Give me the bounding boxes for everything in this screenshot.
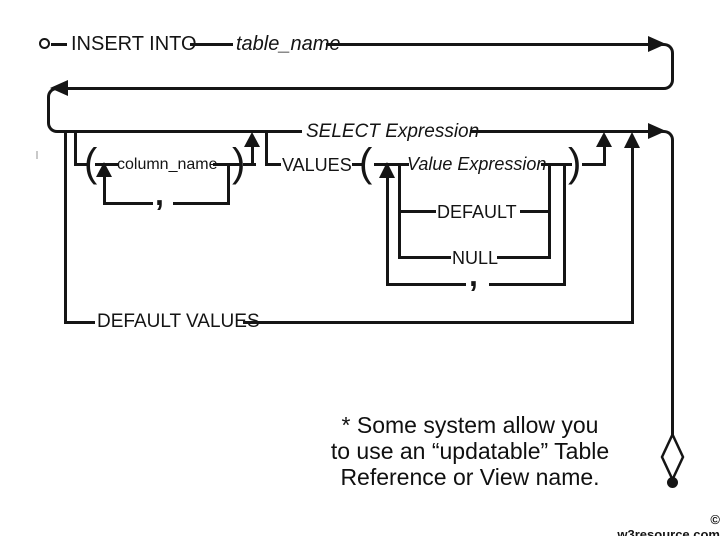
connector-line [497, 256, 551, 259]
select-expression-variable: SELECT Expression [306, 121, 480, 142]
connector-line [265, 131, 268, 166]
arrow-up-icon [244, 132, 260, 147]
faint-mark [36, 151, 38, 159]
connector-line [62, 87, 662, 90]
arrow-up-icon [96, 162, 112, 177]
connector-line [213, 163, 241, 166]
default-values-keyword: DEFAULT VALUES [97, 311, 260, 332]
start-terminal-icon [39, 38, 50, 49]
connector-line [64, 131, 67, 324]
connector-line [386, 177, 389, 286]
arrow-up-icon [379, 162, 395, 178]
footnote-line-2: to use an “updatable” Table [330, 438, 610, 464]
corner [660, 130, 674, 144]
connector-line [631, 147, 634, 324]
connector-line [671, 142, 674, 436]
arrow-up-icon [596, 132, 612, 147]
connector-line [582, 163, 606, 166]
footnote: * Some system allow you to use an “updat… [285, 412, 655, 490]
connector-line [251, 147, 254, 165]
values-comma: , [469, 257, 478, 293]
connector-line [64, 321, 95, 324]
values-open-paren: ( [359, 141, 373, 185]
connector-line [489, 283, 566, 286]
table-name-variable: table_name [236, 33, 341, 55]
null-keyword: NULL [452, 248, 499, 268]
connector-line [103, 176, 106, 205]
connector-line [103, 202, 153, 205]
arrow-up-icon [624, 132, 640, 148]
connector-line [470, 130, 652, 133]
value-expression-variable: Value Expression [407, 154, 547, 174]
values-keyword: VALUES [282, 155, 352, 175]
connector-line [520, 210, 551, 213]
connector-line [74, 163, 89, 166]
connector-line [59, 130, 302, 133]
corner [47, 87, 61, 101]
default-keyword: DEFAULT [437, 202, 517, 222]
end-diamond-icon [660, 433, 685, 482]
connector-line [190, 43, 233, 46]
column-name-variable: column_name [117, 156, 218, 173]
connector-line [173, 202, 230, 205]
corner [660, 76, 674, 90]
footnote-line-1: * Some system allow you [341, 412, 599, 438]
connector-line [352, 163, 364, 166]
connector-line [47, 99, 50, 121]
column-close-paren: ) [232, 141, 246, 185]
connector-line [671, 55, 674, 79]
connector-line [398, 256, 451, 259]
connector-line [227, 165, 230, 205]
connector-line [243, 163, 256, 166]
corner [47, 119, 61, 133]
values-close-paren: ) [568, 141, 582, 185]
column-comma: , [155, 176, 164, 212]
corner [660, 43, 674, 57]
insert-into-keyword: INSERT INTO [71, 33, 197, 55]
connector-line [398, 210, 436, 213]
connector-line [603, 147, 606, 166]
connector-line [541, 163, 572, 166]
connector-line [243, 321, 634, 324]
connector-line [326, 43, 652, 46]
connector-line [563, 165, 566, 286]
connector-line [74, 131, 77, 166]
footnote-line-3: Reference or View name. [340, 464, 600, 490]
column-open-paren: ( [84, 141, 98, 185]
connector-line [386, 283, 466, 286]
watermark: © w3resource.com [617, 512, 720, 536]
connector-line [51, 43, 67, 46]
connector-line [265, 163, 281, 166]
end-dot-icon [667, 477, 678, 488]
